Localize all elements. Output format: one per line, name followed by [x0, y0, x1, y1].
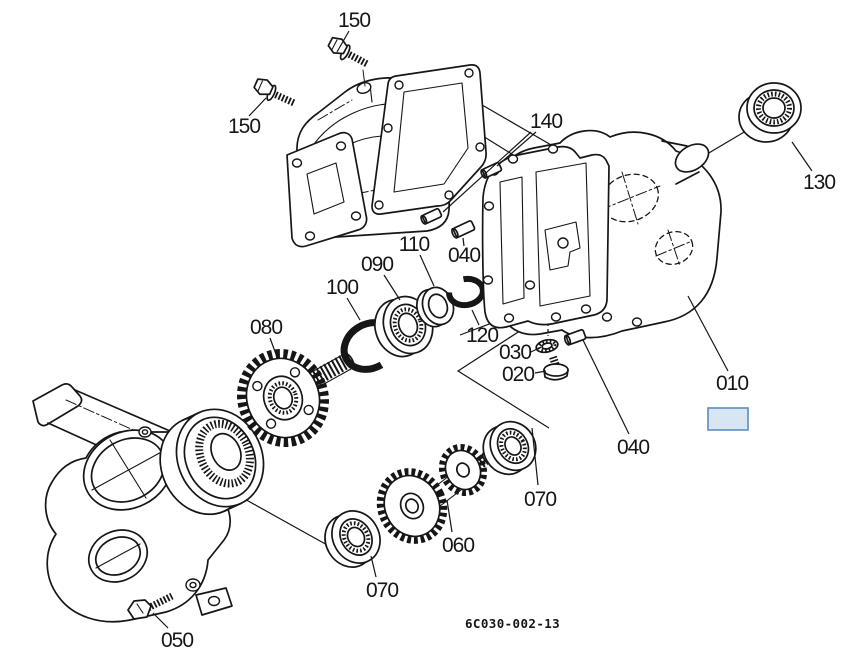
cover-gasket [481, 144, 610, 329]
plug [543, 355, 569, 381]
callouts: 150 150 140 130 110 090 100 080 120 040 … [161, 9, 836, 652]
callout-130: 130 [803, 171, 835, 194]
leader-lines [152, 30, 813, 629]
counter-gear-shaft [376, 444, 493, 544]
callout-060: 060 [442, 534, 474, 557]
callout-070-left: 070 [366, 579, 398, 602]
input-gear-shaft [237, 348, 355, 448]
callout-090: 090 [361, 253, 393, 276]
pump-mount-bolt-top [327, 36, 369, 68]
callout-080: 080 [250, 316, 282, 339]
bearing-left [324, 510, 381, 568]
sealing-washer [535, 338, 559, 354]
bearing-right [482, 420, 537, 476]
callout-050: 050 [161, 629, 193, 652]
dowel-pin-140-a [480, 161, 503, 179]
diagram-code: 6C030-002-13 [465, 616, 560, 631]
pump-mount-bolt-left [253, 78, 296, 107]
callout-010: 010 [716, 372, 748, 395]
highlight-box[interactable] [707, 407, 749, 431]
drain-bolt [127, 592, 174, 620]
hydraulic-pump-assembly [286, 64, 487, 248]
callout-100: 100 [326, 276, 358, 299]
spacer-ring-110 [415, 286, 455, 328]
spline-hub-collar [159, 408, 265, 516]
snap-ring-inner [446, 275, 486, 309]
callout-020: 020 [502, 363, 534, 386]
callout-150-left: 150 [228, 115, 260, 138]
callout-040-top: 040 [448, 244, 480, 267]
dowel-pin-040-right [563, 328, 587, 346]
callout-150-top: 150 [338, 9, 370, 32]
callout-140: 140 [530, 110, 562, 133]
dowel-pin-140-b [420, 207, 443, 225]
callout-040-right: 040 [617, 436, 649, 459]
callout-070-right: 070 [524, 488, 556, 511]
callout-030: 030 [499, 341, 531, 364]
oil-seal [738, 82, 802, 143]
callout-120: 120 [466, 324, 498, 347]
callout-110: 110 [399, 233, 430, 256]
dowel-pin-040-top [451, 220, 476, 239]
